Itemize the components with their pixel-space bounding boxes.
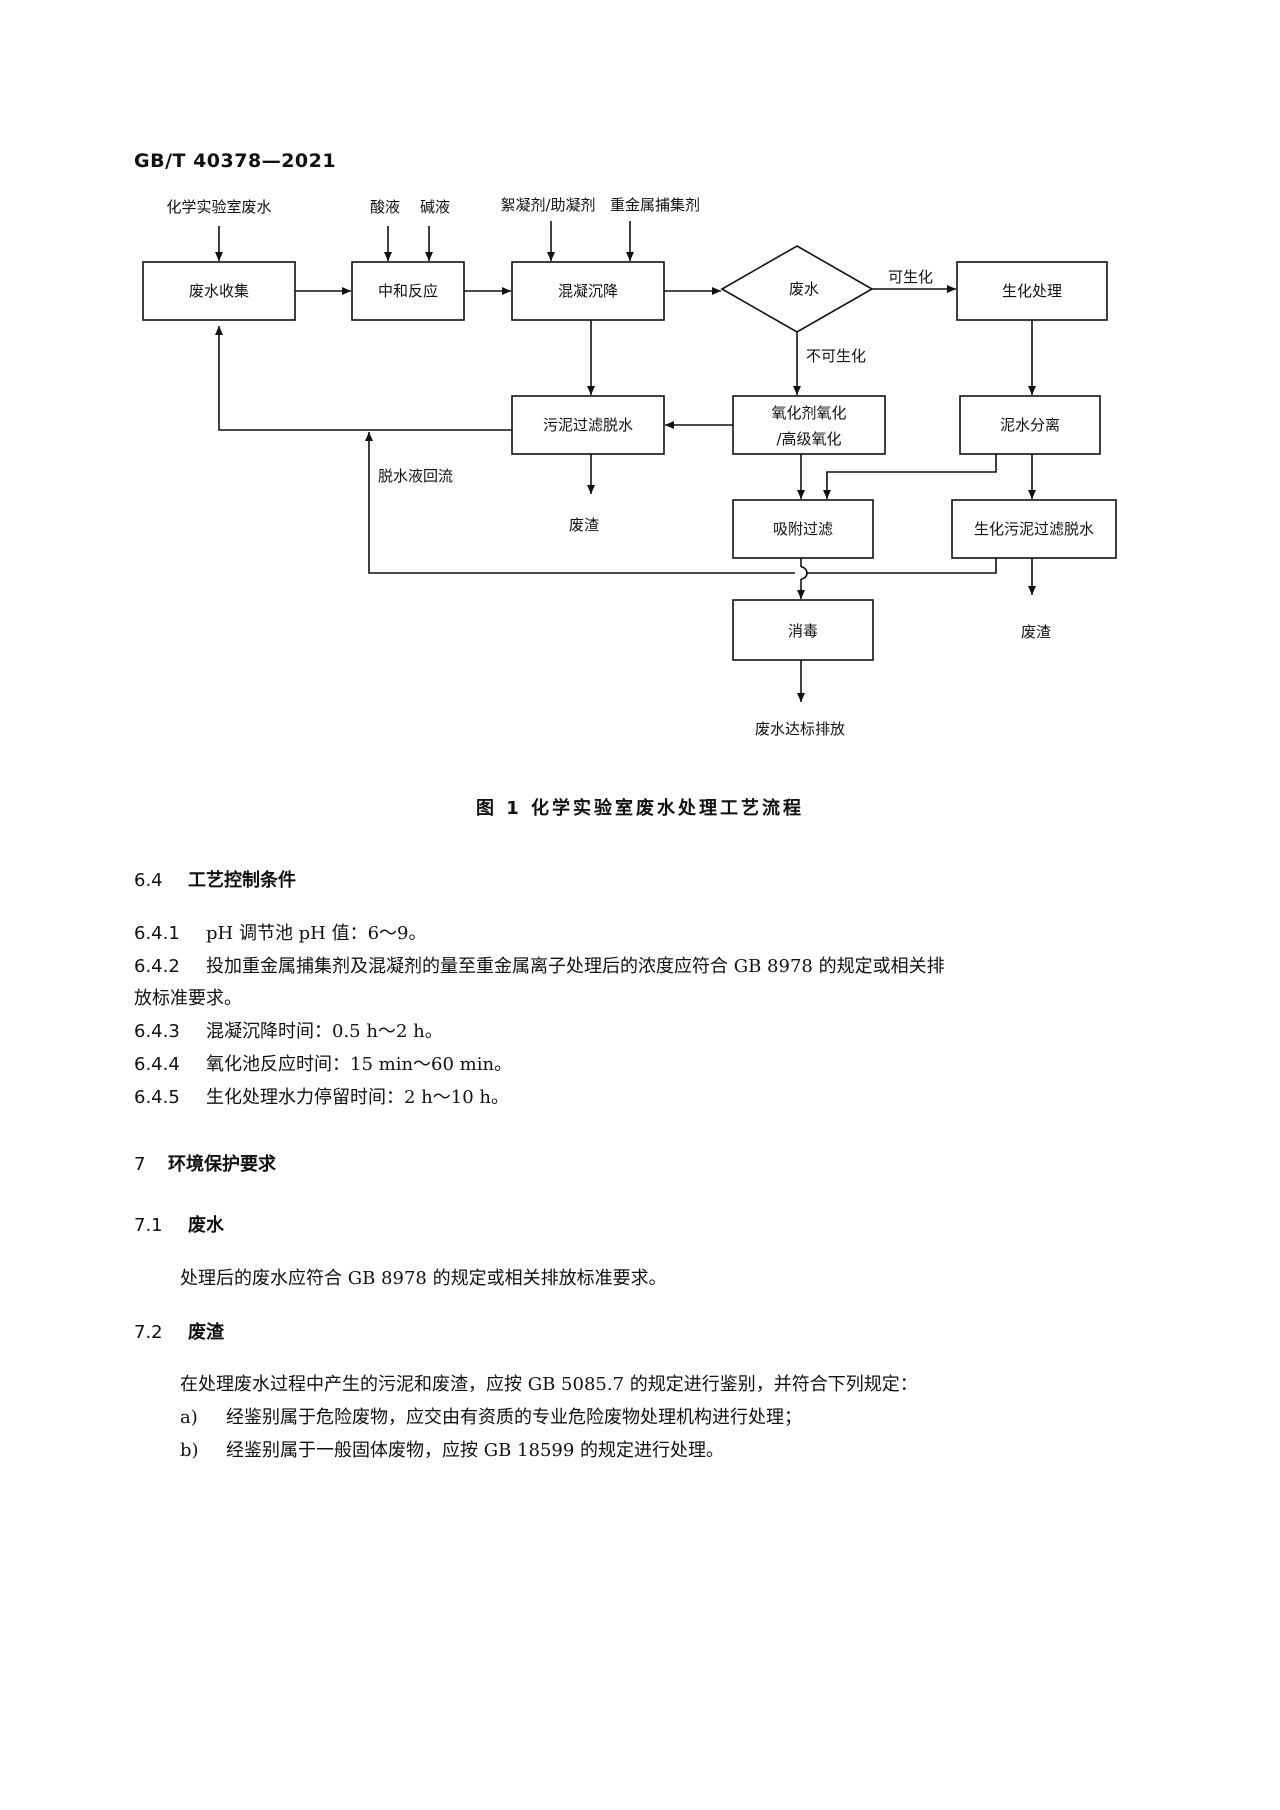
standard-code: GB/T 40378—2021	[134, 150, 337, 172]
list-marker: b)	[180, 1440, 199, 1461]
input-capture-agent: 重金属捕集剂	[610, 196, 700, 214]
clause-6-4-1: 6.4.1 pH 调节池 pH 值：6～9。	[134, 919, 427, 945]
box-adsorb	[732, 499, 874, 559]
box-disinfect	[732, 599, 874, 661]
clause-6-4-3: 6.4.3 混凝沉降时间：0.5 h～2 h。	[134, 1017, 443, 1043]
section-7-heading: 7 环境保护要求	[134, 1150, 276, 1176]
section-title: 废水	[188, 1215, 224, 1236]
clause-text: 氧化池反应时间：15 min～60 min。	[206, 1054, 513, 1075]
section-7-2-heading: 7.2 废渣	[134, 1318, 224, 1344]
node-bio: 生化处理	[1002, 282, 1062, 300]
clause-6-4-2: 6.4.2 投加重金属捕集剂及混凝剂的量至重金属离子处理后的浓度应符合 GB 89…	[134, 952, 945, 978]
list-item-text: 经鉴别属于危险废物，应交由有资质的专业危险废物处理机构进行处理；	[226, 1407, 802, 1428]
node-oxidize-line1: 氧化剂氧化	[771, 404, 846, 422]
input-flocculant: 絮凝剂/助凝剂	[500, 196, 595, 214]
label-discharge: 废水达标排放	[755, 720, 845, 738]
list-marker: a)	[180, 1407, 198, 1428]
paragraph-7-1: 处理后的废水应符合 GB 8978 的规定或相关排放标准要求。	[180, 1268, 667, 1289]
section-title: 环境保护要求	[168, 1154, 276, 1175]
node-sludge-filter: 污泥过滤脱水	[543, 416, 633, 434]
clause-number: 6.4.5	[134, 1087, 180, 1108]
clause-text: pH 调节池 pH 值：6～9。	[206, 923, 427, 944]
section-number: 7.2	[134, 1322, 163, 1343]
node-collect: 废水收集	[189, 282, 249, 300]
input-alkali: 碱液	[420, 198, 450, 216]
box-sludge-filter	[511, 395, 665, 455]
section-number: 6.4	[134, 870, 163, 891]
paragraph-7-2: 在处理废水过程中产生的污泥和废渣，应按 GB 5085.7 的规定进行鉴别，并符…	[180, 1374, 918, 1395]
clause-6-4-5: 6.4.5 生化处理水力停留时间：2 h～10 h。	[134, 1083, 509, 1109]
section-6-4-heading: 6.4 工艺控制条件	[134, 866, 296, 892]
label-biodegradable: 可生化	[888, 268, 933, 286]
node-separate: 泥水分离	[1000, 416, 1060, 434]
list-item-text: 经鉴别属于一般固体废物，应按 GB 18599 的规定进行处理。	[226, 1440, 725, 1461]
node-disinfect: 消毒	[788, 622, 818, 640]
clause-number: 6.4.1	[134, 923, 180, 944]
node-oxidize-line2: /高级氧化	[776, 430, 841, 448]
process-flowchart: 化学实验室废水 酸液 碱液 絮凝剂/助凝剂 重金属捕集剂 废水收集 中和反应 混…	[142, 196, 1117, 738]
clause-text: 投加重金属捕集剂及混凝剂的量至重金属离子处理后的浓度应符合 GB 8978 的规…	[206, 956, 945, 977]
clause-number: 6.4.3	[134, 1021, 180, 1042]
list-item-a: a) 经鉴别属于危险废物，应交由有资质的专业危险废物处理机构进行处理；	[180, 1403, 802, 1429]
clause-text: 混凝沉降时间：0.5 h～2 h。	[206, 1021, 443, 1042]
figure-caption: 图 1 化学实验室废水处理工艺流程	[475, 798, 805, 819]
node-decision: 废水	[789, 280, 819, 298]
list-item-b: b) 经鉴别属于一般固体废物，应按 GB 18599 的规定进行处理。	[180, 1436, 724, 1462]
input-acid: 酸液	[370, 198, 400, 216]
clause-6-4-2-cont: 放标准要求。	[134, 984, 242, 1010]
box-separate	[959, 395, 1101, 455]
label-residue-right: 废渣	[1021, 623, 1051, 641]
clause-6-4-4: 6.4.4 氧化池反应时间：15 min～60 min。	[134, 1050, 512, 1076]
section-title: 工艺控制条件	[188, 870, 296, 891]
label-reflux: 脱水液回流	[378, 467, 453, 485]
label-non-biodegradable: 不可生化	[806, 347, 866, 365]
input-lab-waste: 化学实验室废水	[166, 198, 271, 216]
section-title: 废渣	[188, 1322, 224, 1343]
label-residue-left: 废渣	[569, 516, 599, 534]
box-bio-sludge	[951, 499, 1117, 559]
clause-number: 6.4.2	[134, 956, 180, 977]
node-bio-sludge: 生化污泥过滤脱水	[974, 520, 1094, 538]
node-neutralize: 中和反应	[378, 282, 438, 300]
section-number: 7.1	[134, 1215, 163, 1236]
clause-text-continued: 放标准要求。	[134, 988, 242, 1009]
section-number: 7	[134, 1154, 146, 1175]
section-7-1-heading: 7.1 废水	[134, 1211, 224, 1237]
node-coagulate: 混凝沉降	[558, 282, 618, 300]
clause-text: 生化处理水力停留时间：2 h～10 h。	[206, 1087, 509, 1108]
clause-number: 6.4.4	[134, 1054, 180, 1075]
node-adsorb: 吸附过滤	[773, 520, 833, 538]
